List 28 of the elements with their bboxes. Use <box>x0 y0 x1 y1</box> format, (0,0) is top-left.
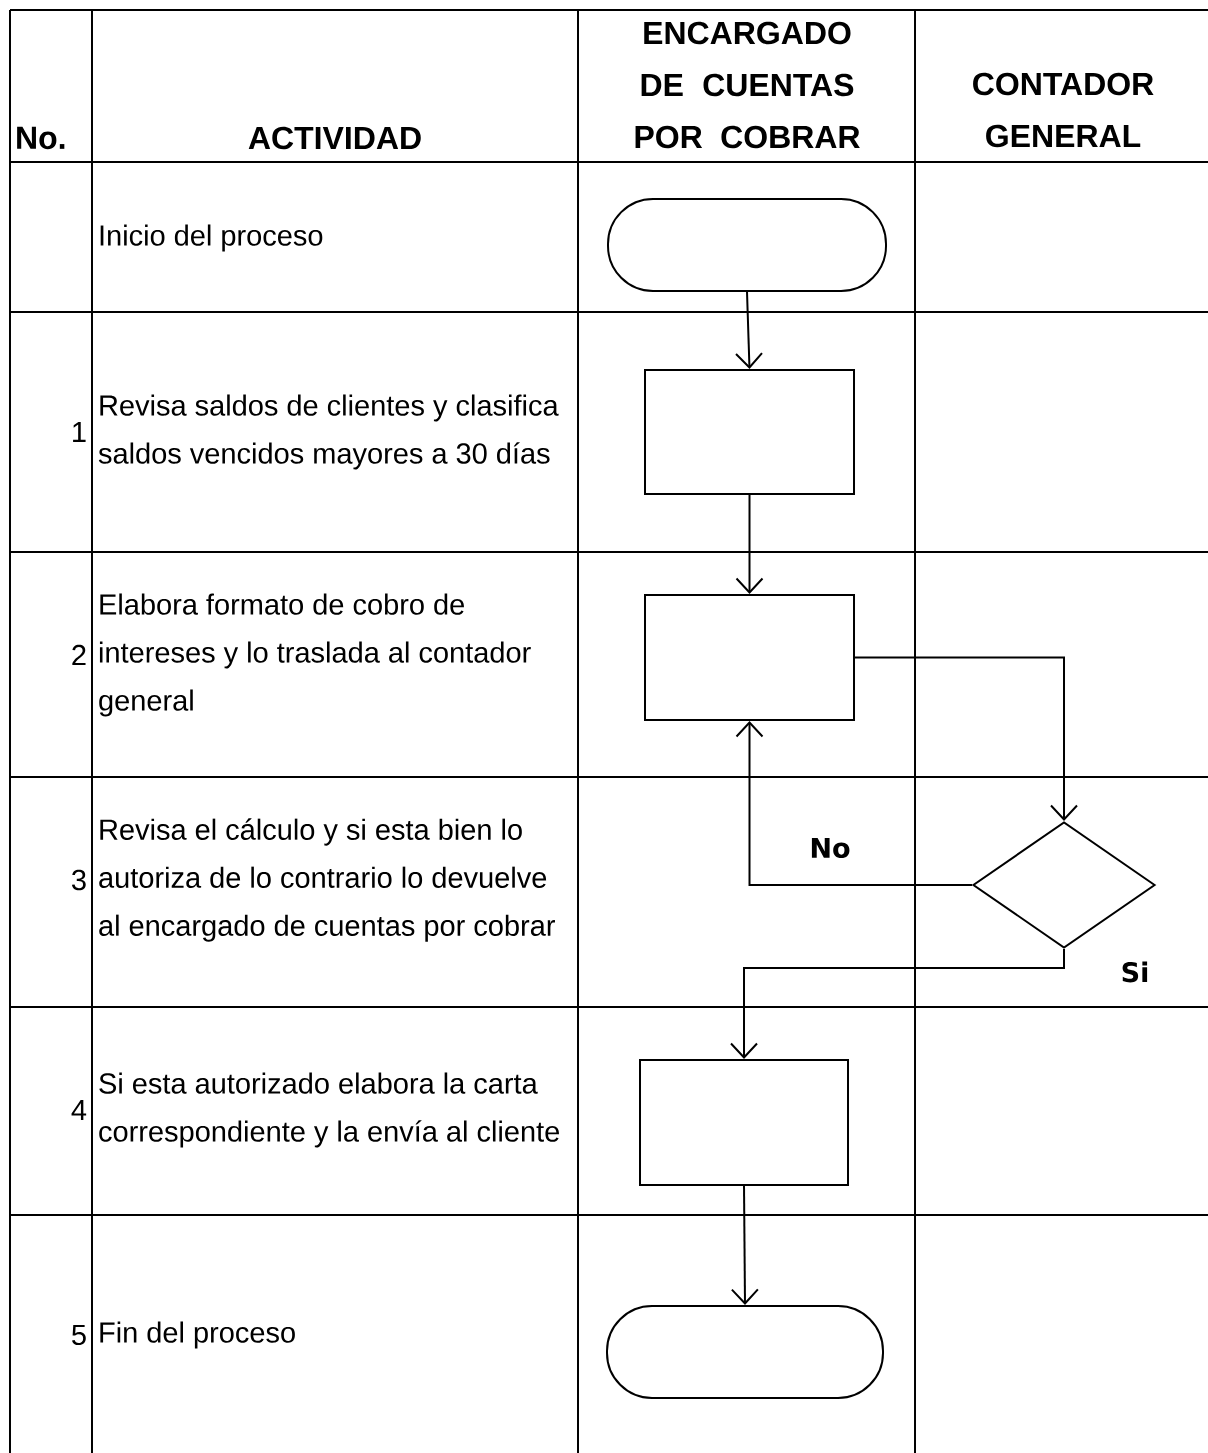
arrow <box>735 291 763 369</box>
row-number: 2 <box>72 644 86 666</box>
column-header: CONTADOR GENERAL <box>973 72 1154 148</box>
arrow <box>730 1185 759 1305</box>
row-number: 4 <box>71 1100 87 1120</box>
row-number: 1 <box>73 422 86 442</box>
edge-label: No <box>807 835 853 860</box>
activity-text: Revisa el cálculo y si esta bien lo autoriza de lo contrario lo devuelve al encargado de cuentas por cobrar <box>99 818 555 942</box>
terminal-shape <box>606 1305 884 1399</box>
arrow <box>854 656 1078 821</box>
row-number: 5 <box>72 1324 86 1346</box>
column-header: ACTIVIDAD <box>248 126 421 150</box>
process-box <box>639 1059 849 1186</box>
activity-text: Fin del proceso <box>100 1321 295 1349</box>
arrow <box>735 494 764 594</box>
column-header: No. <box>17 126 65 150</box>
activity-text: Revisa saldos de clientes y clasifica saldos vencidos mayores a 30 días <box>98 394 559 470</box>
arrow <box>730 948 1065 1059</box>
column-header: ENCARGADO DE CUENTAS POR COBRAR <box>635 21 860 149</box>
edge-label: Si <box>1118 959 1152 985</box>
process-box <box>644 594 855 721</box>
terminal-shape <box>607 198 887 292</box>
activity-text: Inicio del proceso <box>100 224 323 252</box>
process-box <box>644 369 855 495</box>
arrow <box>735 721 973 886</box>
row-number: 3 <box>71 869 86 891</box>
activity-text: Si esta autorizado elabora la carta correspondiente y la envía al cliente <box>99 1072 559 1148</box>
activity-text: Elabora formato de cobro de intereses y lo traslada al contador general <box>99 593 531 717</box>
